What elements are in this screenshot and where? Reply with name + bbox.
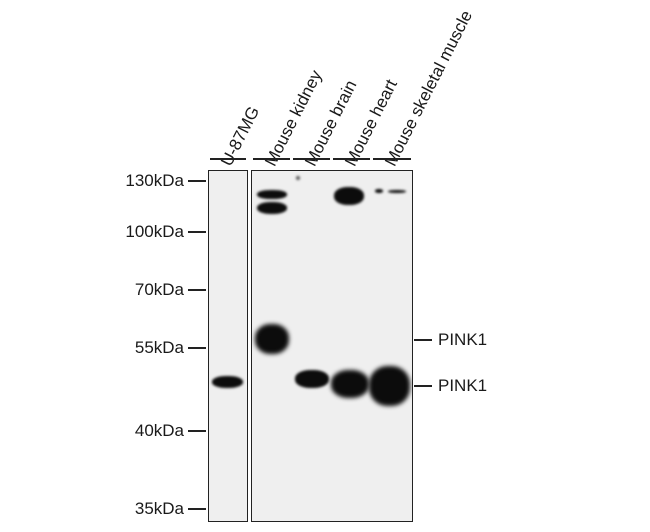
- annotation-pink1-lower: PINK1: [438, 376, 488, 395]
- marker-label-40: 40kDa: [134, 421, 184, 440]
- band: [388, 190, 406, 193]
- marker-label-70: 70kDa: [134, 280, 184, 299]
- lane-bar: [373, 158, 411, 160]
- band: [257, 202, 287, 214]
- lane-bar: [253, 158, 290, 160]
- marker-tick: [188, 289, 206, 291]
- marker-label-100: 100kDa: [125, 222, 184, 241]
- marker-tick: [188, 180, 206, 182]
- marker-label-35: 35kDa: [134, 499, 184, 518]
- annotation-pink1-upper: PINK1: [438, 330, 488, 349]
- marker-tick: [188, 430, 206, 432]
- band: [212, 376, 243, 388]
- lane-bar: [333, 158, 370, 160]
- band: [257, 190, 287, 199]
- band: [331, 370, 369, 398]
- band: [369, 366, 410, 406]
- band: [255, 324, 289, 354]
- lane-bar: [293, 158, 330, 160]
- marker-tick: [188, 231, 206, 233]
- marker-tick: [188, 347, 206, 349]
- blot-panel-right: [251, 170, 413, 522]
- blot-panel-left: [208, 170, 248, 522]
- marker-label-55: 55kDa: [134, 338, 184, 357]
- annotation-line: [414, 339, 432, 341]
- band: [334, 187, 364, 205]
- band: [375, 189, 383, 193]
- marker-tick: [188, 508, 206, 510]
- lane-bar: [210, 158, 246, 160]
- band: [295, 370, 329, 388]
- spot: [296, 176, 300, 180]
- marker-label-130: 130kDa: [125, 171, 184, 190]
- annotation-line: [414, 385, 432, 387]
